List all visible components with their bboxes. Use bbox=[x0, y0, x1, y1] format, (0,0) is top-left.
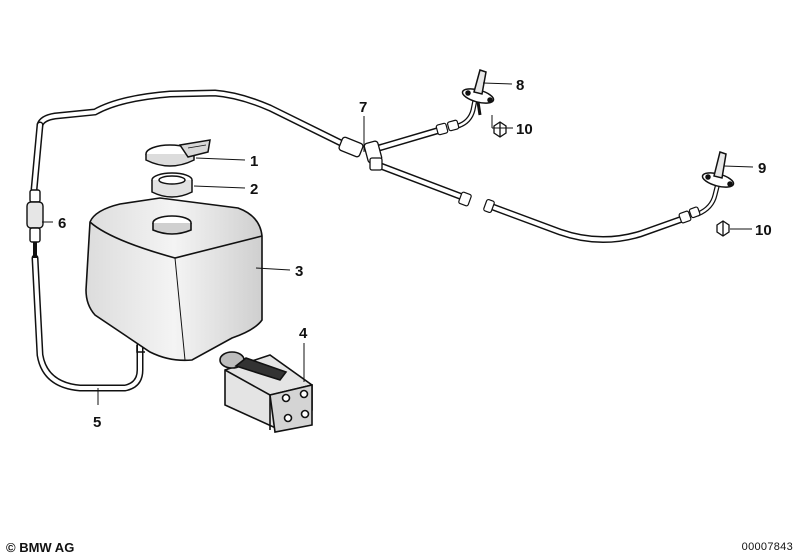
callout-3: 3 bbox=[295, 263, 303, 280]
washer-nozzle-upper bbox=[461, 69, 495, 116]
hex-nut-upper bbox=[493, 121, 507, 138]
callout-4: 4 bbox=[299, 325, 308, 342]
callout-8: 8 bbox=[516, 77, 524, 94]
tee-connector bbox=[338, 136, 383, 171]
washer-fluid-reservoir bbox=[85, 197, 263, 362]
hex-nut-lower bbox=[716, 220, 730, 237]
filler-neck-seal bbox=[151, 172, 193, 198]
copyright-label: © BMW AG bbox=[6, 540, 75, 555]
callout-1: 1 bbox=[250, 153, 258, 170]
callout-5: 5 bbox=[93, 414, 101, 431]
callout-10-lower: 10 bbox=[755, 222, 772, 239]
washer-nozzle-lower bbox=[701, 151, 735, 188]
non-return-valve bbox=[26, 189, 44, 258]
reservoir-cap bbox=[145, 139, 211, 167]
callout-7: 7 bbox=[359, 99, 367, 116]
callout-6: 6 bbox=[58, 215, 66, 232]
callout-10-upper: 10 bbox=[516, 121, 533, 138]
callout-9: 9 bbox=[758, 160, 766, 177]
hose-couplings bbox=[435, 119, 701, 224]
drawing-number: 00007843 bbox=[741, 541, 793, 553]
hose-lines bbox=[30, 89, 721, 392]
leader-lines bbox=[42, 82, 754, 405]
callout-2: 2 bbox=[250, 181, 258, 198]
washer-pump bbox=[219, 351, 313, 433]
